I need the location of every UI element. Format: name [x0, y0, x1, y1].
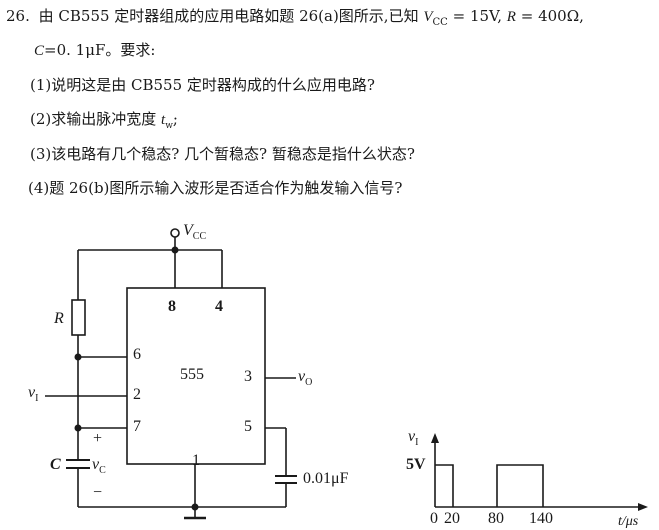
vo-label: vO: [298, 368, 313, 389]
x-tick-0: 0: [430, 510, 438, 527]
problem-number: 26.: [6, 7, 30, 25]
vcc-label: VCC: [183, 222, 207, 243]
tw-symbol: t: [161, 112, 166, 128]
x-axis-arrow-icon: [638, 503, 648, 511]
vcc-symbol: V: [423, 9, 433, 25]
r-value: = 400Ω,: [515, 7, 584, 25]
x-tick-80: 80: [488, 510, 504, 527]
x-tick-140: 140: [529, 510, 553, 527]
resistor-r: [71, 299, 86, 336]
pin-5-label: 5: [244, 418, 252, 435]
question-1: (1)说明这是由 CB555 定时器构成的什么应用电路?: [30, 76, 375, 94]
pin-3-label: 3: [244, 368, 252, 385]
ic-555-box: [126, 287, 266, 465]
junction-dot: [74, 424, 82, 432]
c5-value-label: 0.01μF: [303, 470, 349, 487]
r-symbol: R: [506, 9, 516, 25]
pin-6-label: 6: [133, 346, 141, 363]
junction-dot: [171, 246, 179, 254]
waveform-y-label: vI: [408, 428, 419, 449]
c-symbol: C: [34, 43, 45, 59]
vcc-sub: CC: [432, 17, 448, 28]
vcc-terminal: [170, 228, 180, 238]
y-axis-arrow-icon: [431, 433, 439, 443]
pin-1-label: 1: [192, 452, 200, 469]
pin-4-label: 4: [215, 298, 223, 315]
r-label: R: [54, 310, 64, 327]
x-tick-20: 20: [444, 510, 460, 527]
question-4: (4)题 26(b)图所示输入波形是否适合作为触发输入信号?: [28, 179, 403, 197]
vc-label: vC: [92, 456, 106, 477]
vi-label: vI: [28, 384, 39, 405]
pin-2-label: 2: [133, 386, 141, 403]
vcc-value: = 15V,: [447, 7, 507, 25]
minus-sign: −: [93, 484, 103, 501]
waveform-plot: [434, 440, 640, 508]
problem-line-1: 26. 由 CB555 定时器组成的应用电路如题 26(a)图所示,已知 VCC…: [6, 6, 584, 33]
junction-dot: [74, 353, 82, 361]
pin-8-label: 8: [168, 298, 176, 315]
problem-line-2: C=0. 1μF。要求:: [34, 40, 155, 61]
problem-intro: 由 CB555 定时器组成的应用电路如题 26(a)图所示,已知: [38, 7, 424, 25]
question-3: (3)该电路有几个稳态? 几个暂稳态? 暂稳态是指什么状态?: [30, 145, 415, 163]
waveform-level-label: 5V: [406, 456, 426, 473]
plus-sign: +: [93, 430, 103, 447]
question-2: (2)求输出脉冲宽度 tw;: [30, 110, 178, 131]
chip-label: 555: [180, 366, 204, 383]
waveform-x-label: t/μs: [618, 514, 639, 529]
junction-dot: [191, 503, 199, 511]
pin-7-label: 7: [133, 418, 141, 435]
c-value: =0. 1μF。要求:: [44, 41, 156, 59]
c-label: C: [50, 456, 61, 473]
